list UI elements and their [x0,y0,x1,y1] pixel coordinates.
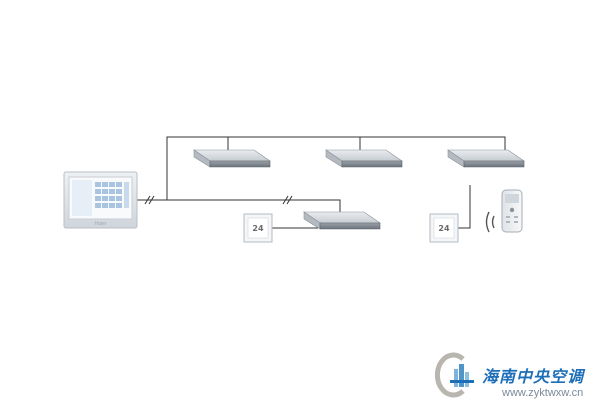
remote-control [501,189,523,233]
central-control-panel: Haier [63,171,138,229]
watermark-brand: 海南中央空调 [482,367,586,386]
panel-screen-grid [95,182,129,208]
bus-wire-upper [166,136,506,200]
indoor-unit-4 [303,211,381,230]
wireless-signal-icon [485,211,495,233]
panel-logo: Haier [95,221,107,227]
indoor-unit-2 [325,149,403,168]
watermark-logo-icon [434,352,474,398]
watermark: 海南中央空调 www.zyktwxw.cn [434,352,586,399]
thermostat-1-display: 24 [252,224,264,233]
thermostat-wire-2 [458,185,471,229]
bus-wire-lower [290,199,341,212]
indoor-unit-3 [447,149,525,168]
wiring [131,136,506,229]
wall-thermostat-2: 24 [429,213,459,243]
thermostat-2-display: 24 [438,224,450,233]
wire-break-marks [144,195,293,205]
wall-thermostat-1: 24 [243,213,273,243]
indoor-unit-1 [193,149,271,168]
watermark-url: www.zyktwxw.cn [501,387,583,399]
